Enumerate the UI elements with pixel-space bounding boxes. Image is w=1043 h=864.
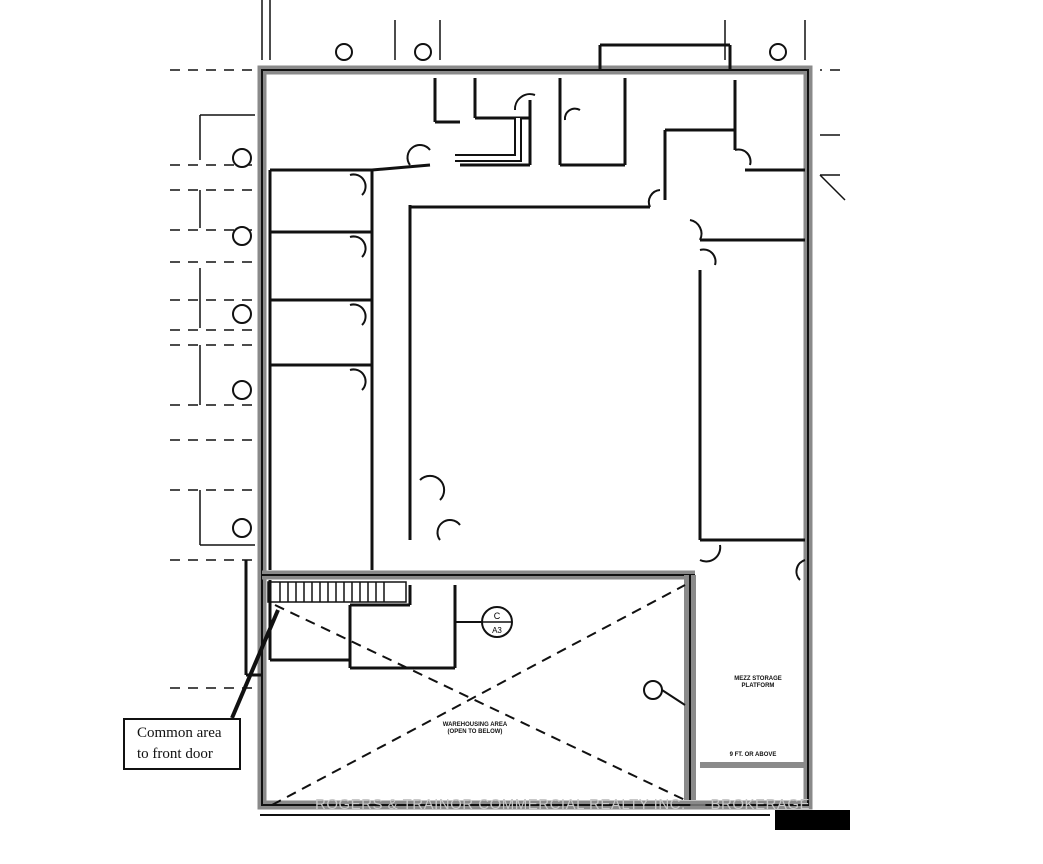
door-swings <box>349 93 806 581</box>
interior-walls <box>244 43 805 677</box>
open-to-below-cross <box>271 584 686 806</box>
callout-line-2: to front door <box>137 746 213 762</box>
brokerage-watermark: ROGERS & TRAINOR COMMERCIAL REALTY INC. … <box>315 796 811 813</box>
stairs <box>267 581 407 603</box>
common-area-callout: Common area to front door <box>123 718 241 770</box>
callout-line-1: Common area <box>137 725 222 741</box>
section-tag-bottom: A3 <box>492 626 502 635</box>
mezz-note: 9 FT. OR ABOVE <box>729 752 777 758</box>
section-tag-top: C <box>494 611 501 621</box>
building-outline <box>257 65 813 810</box>
warehouse-title: WAREHOUSING AREA <box>442 722 508 728</box>
plumbing-duct <box>455 118 522 162</box>
callout-leader <box>230 609 280 719</box>
grid-bubbles <box>232 43 787 700</box>
corner-block <box>775 810 850 830</box>
section-tag: C A3 <box>455 606 513 638</box>
warehouse-label: WAREHOUSING AREA (OPEN TO BELOW) <box>425 722 525 736</box>
mezz-label: MEZZ STORAGE PLATFORM <box>734 676 782 689</box>
warehouse-subtitle: (OPEN TO BELOW) <box>447 729 503 735</box>
dimension-ticks <box>199 0 846 546</box>
